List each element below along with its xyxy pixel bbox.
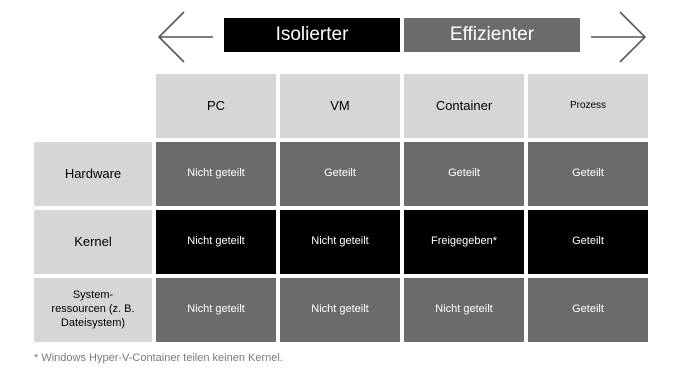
cell-value: Nicht geteilt — [187, 303, 245, 316]
right-arrow-icon — [590, 9, 648, 65]
isolation-banner: Isolierter — [224, 18, 400, 52]
table-cell: Geteilt — [528, 210, 648, 274]
row-header-kernel: Kernel — [34, 210, 152, 274]
row-header-label: Kernel — [74, 233, 112, 249]
table-cell: Nicht geteilt — [404, 278, 524, 342]
column-header-pc: PC — [156, 74, 276, 138]
table-cell: Geteilt — [528, 142, 648, 206]
cell-value: Geteilt — [572, 167, 604, 180]
row-header-label: System- ressourcen (z. B. Dateisystem) — [51, 289, 135, 329]
row-header-system-resources: System- ressourcen (z. B. Dateisystem) — [34, 278, 152, 342]
cell-value: Geteilt — [324, 167, 356, 180]
cell-value: Nicht geteilt — [435, 303, 493, 316]
cell-value: Nicht geteilt — [187, 167, 245, 180]
table-cell: Nicht geteilt — [156, 142, 276, 206]
left-arrow-icon — [156, 9, 214, 65]
efficiency-banner: Effizienter — [404, 18, 580, 52]
column-header-label: Prozess — [569, 99, 607, 111]
table-cell: Nicht geteilt — [156, 278, 276, 342]
cell-value: Geteilt — [448, 167, 480, 180]
column-header-label: VM — [330, 97, 350, 113]
row-header-hardware: Hardware — [34, 142, 152, 206]
footnote: * Windows Hyper-V-Container teilen keine… — [34, 352, 283, 364]
column-header-vm: VM — [280, 74, 400, 138]
cell-value: Freigegeben* — [430, 235, 498, 248]
isolation-label: Isolierter — [275, 24, 349, 45]
cell-value: Geteilt — [572, 303, 604, 316]
column-header-container: Container — [404, 74, 524, 138]
column-header-label: Container — [435, 97, 493, 113]
table-cell: Geteilt — [280, 142, 400, 206]
table-cell: Nicht geteilt — [280, 278, 400, 342]
table-cell: Freigegeben* — [404, 210, 524, 274]
table-cell: Geteilt — [528, 278, 648, 342]
column-header-label: PC — [206, 97, 226, 113]
table-cell: Nicht geteilt — [156, 210, 276, 274]
column-header-process: Prozess — [528, 74, 648, 138]
efficiency-label: Effizienter — [449, 24, 535, 45]
table-cell: Geteilt — [404, 142, 524, 206]
row-header-label: Hardware — [64, 165, 122, 181]
cell-value: Nicht geteilt — [311, 235, 369, 248]
table-cell: Nicht geteilt — [280, 210, 400, 274]
cell-value: Nicht geteilt — [187, 235, 245, 248]
cell-value: Geteilt — [572, 235, 604, 248]
cell-value: Nicht geteilt — [311, 303, 369, 316]
